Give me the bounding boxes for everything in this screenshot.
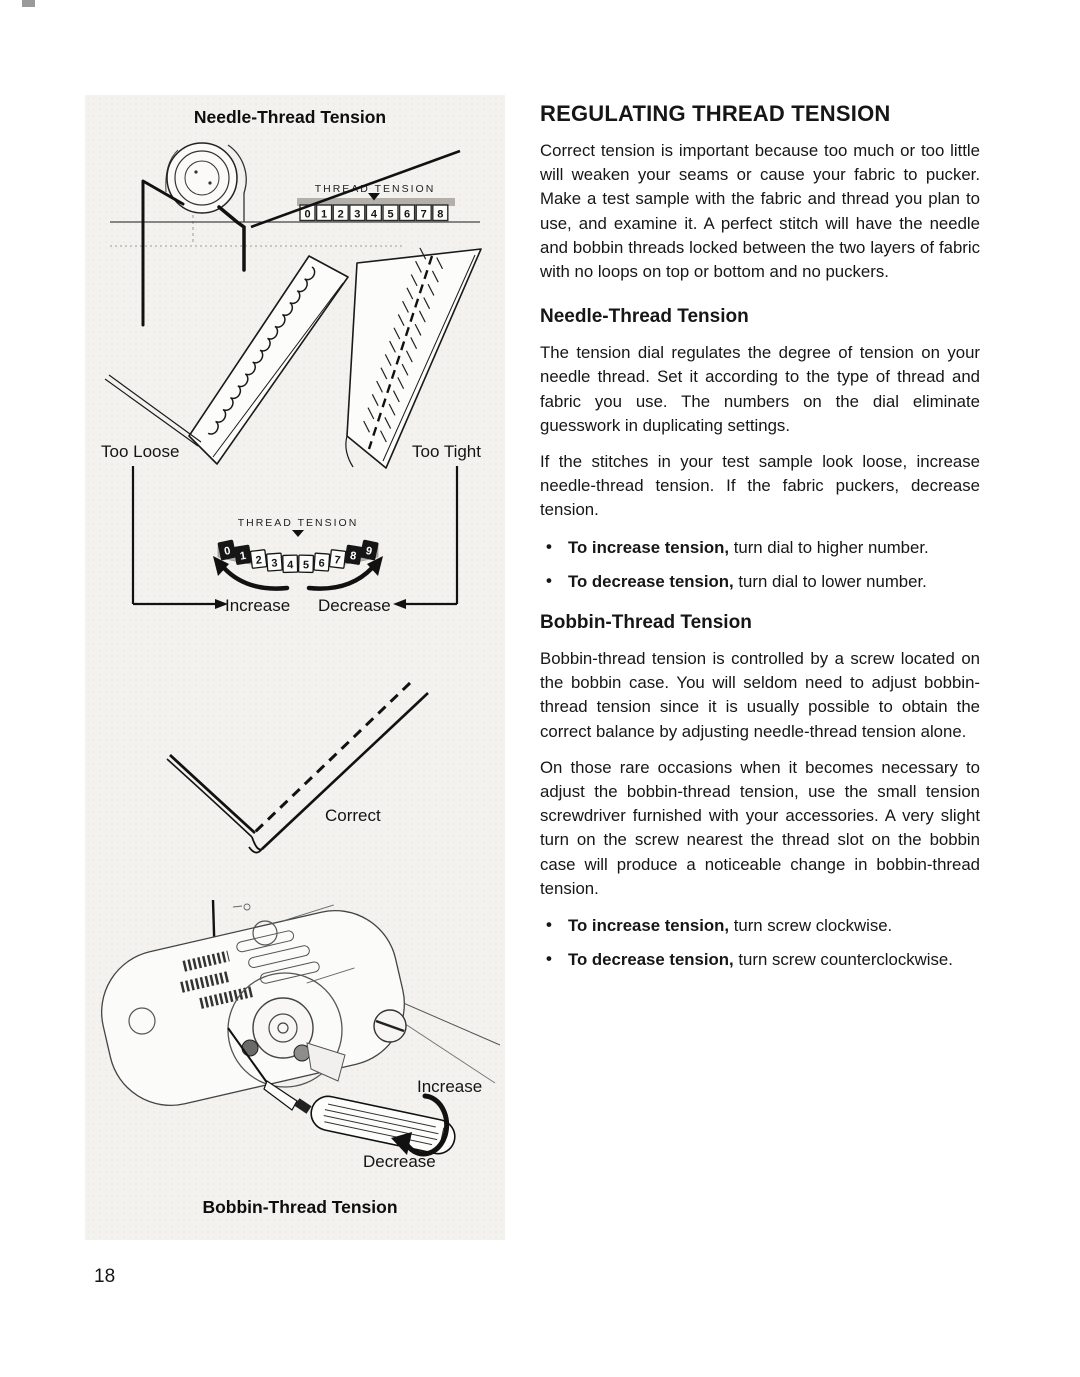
- label-decrease-dial: Decrease: [318, 596, 391, 615]
- bullet-item: • To decrease tension, turn dial to lower…: [540, 570, 980, 594]
- needle-paragraph: The tension dial regulates the degree of…: [540, 343, 980, 435]
- dial-number: 2: [255, 554, 262, 567]
- bullet-icon: •: [546, 570, 552, 590]
- figure-needle-tension-dial: Needle-Thread Tension THREAD TENSION: [110, 107, 480, 327]
- label-decrease-bobbin: Decrease: [363, 1152, 436, 1171]
- dial-number: 6: [318, 557, 325, 569]
- bullet-text: turn screw clockwise.: [729, 916, 893, 936]
- figure-caption-bobbin-thread-tension: Bobbin-Thread Tension: [202, 1197, 397, 1217]
- needle-bullet-list: • To increase tension, turn dial to highe…: [540, 536, 980, 594]
- screwdriver: [263, 1080, 456, 1157]
- scale-number: 6: [404, 209, 410, 221]
- heading-needle-thread-tension: Needle-Thread Tension: [540, 306, 749, 328]
- dial-number: 1: [239, 550, 247, 563]
- bullet-lead: To decrease tension,: [568, 950, 734, 970]
- bobbin-bullet-list: • To increase tension, turn screw clockwi…: [540, 914, 980, 972]
- turn-right-arrow: [306, 565, 375, 591]
- bullet-text: turn dial to higher number.: [729, 537, 929, 557]
- bullet-icon: •: [546, 949, 552, 969]
- scale-number: 8: [437, 209, 443, 221]
- dial-number: 0: [223, 545, 231, 558]
- scale-number: 5: [387, 209, 393, 221]
- feed-dog-slots: [180, 904, 355, 1009]
- label-increase-dial: Increase: [225, 596, 290, 615]
- scale-number: 1: [321, 209, 327, 221]
- bullet-icon: •: [546, 915, 552, 935]
- scale-number: 4: [371, 209, 378, 221]
- bobbin-paragraph: On those rare occasions when it becomes …: [540, 757, 980, 898]
- article-column: REGULATING THREAD TENSION Correct tensio…: [540, 102, 980, 982]
- scale-number: 0: [304, 209, 310, 221]
- figure-stitch-samples: Too Loose Too Tight: [101, 247, 482, 469]
- page-number: 18: [94, 1266, 116, 1287]
- bullet-lead: To increase tension,: [568, 916, 730, 936]
- heading-bobbin-thread-tension: Bobbin-Thread Tension: [540, 612, 752, 634]
- figure-caption-needle-thread-tension: Needle-Thread Tension: [194, 107, 386, 127]
- label-too-tight: Too Tight: [412, 442, 481, 461]
- dial-number: 7: [334, 554, 341, 567]
- bobbin-paragraph: Bobbin-thread tension is controlled by a…: [540, 649, 980, 741]
- bullet-item: • To increase tension, turn dial to highe…: [540, 536, 980, 560]
- thread-tension-dial-label: THREAD TENSION: [238, 517, 359, 529]
- scale-number: 2: [338, 209, 344, 221]
- figure-panel: Needle-Thread Tension THREAD TENSION: [85, 95, 505, 1240]
- intro-paragraph: Correct tension is important because too…: [540, 141, 980, 282]
- dial-number: 3: [271, 557, 278, 569]
- scale-number: 3: [354, 209, 360, 221]
- bullet-lead: To decrease tension,: [568, 571, 734, 591]
- dial-number: 9: [365, 545, 373, 558]
- label-too-loose: Too Loose: [101, 442, 179, 461]
- dial-number: 5: [303, 559, 309, 571]
- bullet-icon: •: [546, 536, 552, 556]
- bullet-text: turn screw counterclockwise.: [733, 950, 953, 970]
- figure-tension-dial-directions: THREAD TENSION 0 1 2 3 4 5 6 7 8 9: [131, 466, 459, 615]
- bullet-item: • To decrease tension, turn screw counter…: [540, 948, 980, 972]
- scale-number: 7: [421, 209, 427, 221]
- page-title: REGULATING THREAD TENSION: [540, 101, 891, 126]
- rotation-arrow: [401, 1093, 450, 1157]
- figures-illustration: Needle-Thread Tension THREAD TENSION: [101, 107, 501, 1217]
- label-correct: Correct: [325, 806, 381, 825]
- dial-number-band: 0 1 2 3 4 5 6 7 8 9: [217, 539, 379, 574]
- figure-correct-stitch: Correct: [166, 681, 429, 854]
- bullet-text: turn dial to lower number.: [733, 571, 927, 591]
- label-increase-bobbin: Increase: [417, 1077, 482, 1096]
- bullet-lead: To increase tension,: [568, 537, 730, 557]
- dial-number: 8: [349, 550, 357, 563]
- needle-dial-number-scale: 0 1 2 3 4 5 6 7 8: [299, 204, 449, 222]
- scan-artifact-mark: [22, 0, 35, 7]
- figure-bobbin-case: Increase Decrease Bobbin-Thread Tension: [101, 899, 501, 1217]
- dial-number: 4: [287, 559, 294, 571]
- needle-paragraph: If the stitches in your test sample look…: [540, 452, 980, 520]
- bullet-item: • To increase tension, turn screw clockwi…: [540, 914, 980, 938]
- turn-left-arrow: [221, 565, 290, 591]
